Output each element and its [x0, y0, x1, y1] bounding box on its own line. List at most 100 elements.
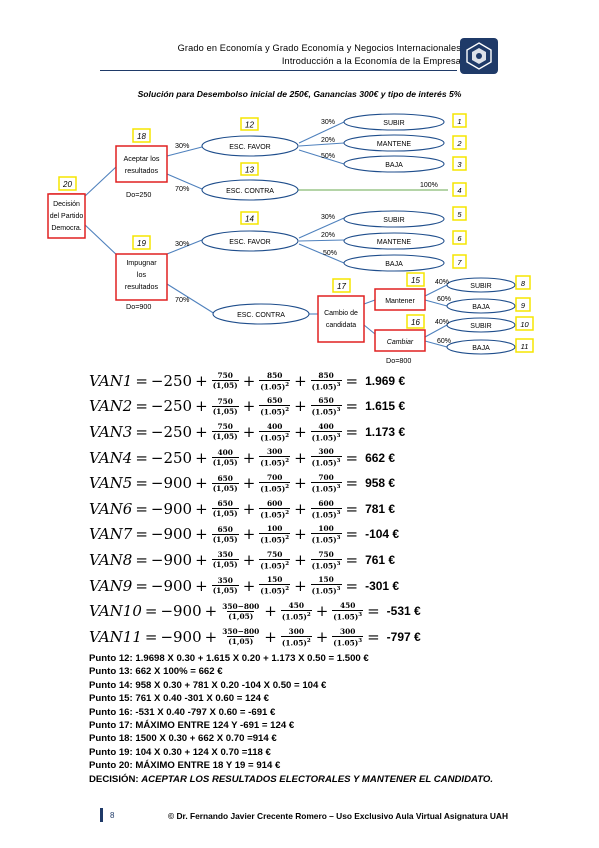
- van-formula-row: VAN2=−250+750(1,05)+650(1.05)2+650(1.05)…: [89, 394, 405, 420]
- outcome-11-ellipse: [446, 339, 516, 355]
- initial-outlay: −250: [150, 371, 193, 390]
- denominator: (1,05): [211, 533, 239, 544]
- prob-15-9: 60%: [437, 296, 451, 303]
- equals-sign: =: [144, 602, 158, 621]
- node-18-box: [115, 145, 168, 183]
- fraction-year-3: 600(1.05)3: [310, 499, 342, 519]
- initial-outlay: −900: [150, 550, 193, 569]
- plus-sign: +: [294, 448, 307, 467]
- outcome-9-ellipse: [446, 298, 516, 314]
- van-label: VAN9: [89, 576, 133, 595]
- numerator: 450: [288, 600, 304, 610]
- outcome-6-label: MANTENE: [377, 239, 412, 246]
- numerator: 750: [318, 549, 334, 559]
- fraction-year-3: 450(1.05)3: [332, 601, 364, 622]
- outcome-10-tag: 10: [520, 320, 529, 329]
- numerator: 350−800: [222, 601, 260, 611]
- plus-sign: +: [264, 627, 277, 646]
- numerator: 850: [266, 370, 283, 380]
- equals-sign: =: [135, 474, 148, 493]
- numerator: 100: [318, 524, 334, 534]
- plus-sign: +: [315, 627, 329, 646]
- plus-sign: +: [242, 550, 256, 569]
- numerator: 150: [318, 575, 334, 585]
- node-18-label-2: resultados: [125, 166, 159, 175]
- outcome-11-tag: 11: [521, 342, 529, 351]
- van-formula-row: VAN9=−900+350(1,05)+150(1.05)2+150(1.05)…: [89, 573, 399, 599]
- denominator: (1.05)3: [332, 609, 364, 622]
- outcome-7-ellipse: [343, 254, 445, 272]
- node-19-label-1: Impugnar: [126, 258, 157, 267]
- fraction-year-2: 100(1.05)2: [259, 524, 291, 545]
- van-label: VAN8: [89, 550, 133, 569]
- page-number: 8: [110, 811, 115, 820]
- fraction-year-1: 350−800(1,05): [221, 602, 260, 621]
- decision-tree: Decisión del Partido Democra. 20 Aceptar…: [47, 113, 534, 365]
- plus-sign: +: [294, 371, 307, 390]
- node-13-tag-box: [240, 162, 259, 176]
- equals-sign: =: [345, 422, 359, 441]
- outcome-2-label: MANTENE: [377, 141, 412, 148]
- fraction-year-3: 100(1.05)3: [310, 524, 342, 545]
- root-label-2: del Partido: [50, 213, 84, 220]
- denominator: (1.05)2: [280, 609, 312, 622]
- denominator: (1,05): [211, 559, 239, 570]
- equals-sign: =: [135, 576, 148, 595]
- equals-sign: =: [345, 474, 359, 493]
- node-16-box: [374, 329, 426, 352]
- numerator: 300: [288, 626, 304, 636]
- prob-13-4: 100%: [420, 182, 438, 189]
- denominator: (1.05)2: [259, 379, 291, 392]
- node-17-tag-box: [332, 278, 351, 293]
- prob-18-13: 70%: [175, 184, 190, 193]
- node-12-label: ESC. FAVOR: [229, 144, 271, 151]
- fraction-year-3: 150(1.05)3: [310, 575, 342, 596]
- equals-sign: =: [135, 371, 148, 390]
- numerator: 850: [318, 370, 334, 380]
- point-line: Punto 16: -531 X 0.40 -797 X 0.60 = -691…: [89, 706, 276, 718]
- van-label: VAN11: [89, 627, 142, 646]
- equals-sign: =: [135, 550, 148, 569]
- denominator: (1,05): [211, 482, 239, 493]
- fraction-year-2: 150(1.05)2: [259, 575, 291, 596]
- plus-sign: +: [242, 397, 256, 416]
- denominator: (1.05)3: [310, 456, 342, 468]
- node-17-tag: 17: [337, 282, 346, 291]
- plus-sign: +: [195, 576, 208, 595]
- prob-15-8: 40%: [435, 279, 449, 286]
- numerator: 650: [217, 473, 233, 483]
- outcome-11-label: BAJA: [472, 345, 490, 352]
- denominator: (1.05)3: [310, 379, 342, 392]
- node-14-label: ESC. FAVOR: [229, 239, 271, 246]
- outcome-10-ellipse: [446, 317, 516, 333]
- outcome-3-tag: 3: [457, 160, 462, 169]
- initial-outlay: −900: [150, 525, 193, 544]
- van-result: -104 €: [365, 527, 400, 542]
- plus-sign: +: [195, 422, 208, 441]
- numerator: 350−800: [222, 627, 260, 637]
- node-16-label: Cambiar: [387, 339, 414, 346]
- fraction-year-3: 300(1.05)3: [332, 627, 364, 647]
- van-formula-row: VAN1=−250+750(1,05)+850(1.05)2+850(1.05)…: [89, 368, 405, 394]
- fraction-year-1: 750(1,05): [211, 422, 239, 442]
- node-17-box: [317, 295, 365, 343]
- node-18-d0: Do=250: [126, 190, 151, 199]
- denominator: (1.05)3: [310, 405, 342, 417]
- van-result: 1.969 €: [365, 373, 406, 388]
- outcome-tags: 1 2 3 4 5 6 7 8 9 10 11: [452, 113, 534, 353]
- tree-connectors: [83, 121, 448, 348]
- prob-14-6: 20%: [321, 232, 335, 239]
- denominator: (1.05)2: [259, 481, 291, 494]
- root-label-1: Decisión: [53, 201, 80, 208]
- fraction-year-2: 300(1.05)2: [280, 626, 312, 647]
- node-19-label-3: resultados: [125, 282, 159, 291]
- van-result: 1.615 €: [365, 399, 406, 414]
- van-formula-row: VAN10=−900+350−800(1,05)+450(1.05)2+450(…: [89, 598, 421, 624]
- van-result: 662 €: [365, 450, 396, 465]
- denominator: (1,05): [211, 431, 239, 442]
- plus-sign: +: [294, 397, 307, 416]
- outcome-5-label: SUBIR: [383, 217, 404, 224]
- prob-14-7: 50%: [323, 250, 337, 257]
- van-label: VAN7: [89, 525, 133, 544]
- denominator: (1,05): [211, 585, 239, 596]
